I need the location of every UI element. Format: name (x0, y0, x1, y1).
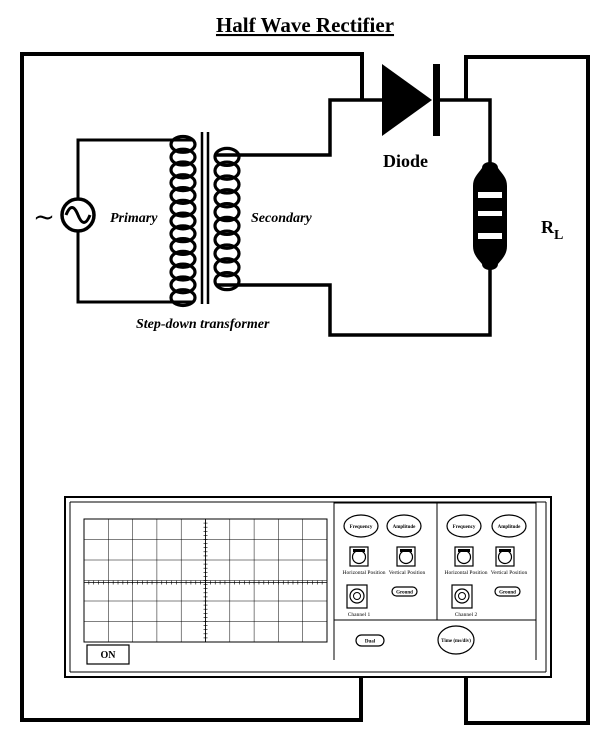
primary-circuit-wire (76, 138, 193, 304)
ch2-ground-button[interactable] (494, 586, 521, 597)
secondary-coil (213, 146, 241, 292)
dual-button-label: Dual (365, 640, 376, 645)
secondary-circuit-wire (216, 98, 492, 337)
coil-turn (213, 146, 241, 168)
channel-2-controls: Frequency Amplitude Horizontal Position … (445, 514, 528, 618)
coil-turn (213, 257, 241, 278)
ch2-ground-label: Ground (499, 591, 516, 596)
ch1-ground-button[interactable] (391, 586, 418, 597)
oscilloscope-screen (83, 518, 328, 643)
coil-turn (169, 211, 197, 231)
diode-label: Diode (383, 151, 428, 171)
ch1-vertical-position-knob[interactable] (396, 546, 416, 567)
probe-wire-channel-1 (20, 52, 364, 722)
ch2-frequency-knob[interactable] (446, 514, 482, 538)
coil-turn (213, 201, 241, 223)
ch1-frequency-label: Frequency (350, 525, 373, 530)
time-knob[interactable] (437, 625, 475, 655)
coil-turn (213, 188, 241, 209)
coil-turn (169, 198, 197, 218)
coil-turn (169, 262, 197, 282)
ch1-amplitude-label: Amplitude (393, 525, 417, 530)
primary-label: Primary (110, 211, 158, 226)
ch2-channel-label: Channel 2 (455, 612, 478, 618)
ac-symbol: ~ (33, 203, 55, 233)
ch2-horizontal-position-knob[interactable] (454, 546, 474, 567)
oscilloscope: Frequency Amplitude Horizontal Position … (64, 496, 552, 678)
transformer-label: Step-down transformer (136, 317, 270, 332)
ch1-input-connector[interactable] (346, 584, 368, 609)
load-resistor-label: RL (541, 217, 563, 243)
diagram-title: Half Wave Rectifier (216, 13, 394, 37)
primary-coil (169, 134, 197, 308)
ch1-channel-label: Channel 1 (348, 612, 371, 618)
time-knob-label: Time (ms/div) (441, 639, 471, 644)
coil-turn (169, 134, 197, 154)
load-resistor (473, 162, 507, 270)
diode-symbol (382, 64, 440, 136)
coil-turn (213, 160, 241, 181)
ch2-amplitude-label: Amplitude (498, 525, 522, 530)
coil-turn (169, 160, 197, 180)
ch2-vertical-position-label: Vertical Position (491, 570, 528, 576)
dual-button[interactable] (355, 634, 385, 647)
coil-turn (213, 243, 241, 264)
probe-wire-channel-2 (464, 55, 590, 725)
coil-turn (213, 270, 241, 292)
ch1-amplitude-knob[interactable] (386, 514, 422, 538)
ch1-ground-label: Ground (396, 591, 413, 596)
ch2-vertical-position-knob[interactable] (495, 546, 515, 567)
ch1-horizontal-position-label: Horizontal Position (343, 570, 386, 576)
ac-source (60, 197, 96, 233)
coil-turn (169, 249, 197, 269)
coil-turn (169, 185, 197, 205)
on-button-label: ON (101, 650, 117, 661)
channel-1-controls: Frequency Amplitude Horizontal Position … (343, 514, 426, 618)
coil-turn (169, 173, 197, 193)
ch2-amplitude-knob[interactable] (491, 514, 527, 538)
coil-turn (169, 237, 197, 257)
coil-turn (169, 288, 197, 308)
load-resistor-subscript: L (554, 228, 563, 243)
coil-turn (169, 147, 197, 167)
coil-turn (169, 275, 197, 295)
ch2-input-connector[interactable] (451, 584, 473, 609)
transformer-core (200, 132, 210, 304)
ch1-horizontal-position-knob[interactable] (349, 546, 369, 567)
coil-turn (213, 215, 241, 237)
coil-turn (213, 174, 241, 195)
ch1-frequency-knob[interactable] (343, 514, 379, 538)
ch2-frequency-label: Frequency (453, 525, 476, 530)
on-button[interactable] (86, 644, 130, 665)
ch2-horizontal-position-label: Horizontal Position (445, 570, 488, 576)
coil-turn (169, 224, 197, 244)
coil-turn (213, 229, 241, 250)
control-panel (333, 502, 537, 660)
secondary-label: Secondary (251, 211, 312, 226)
ch1-vertical-position-label: Vertical Position (389, 570, 426, 576)
